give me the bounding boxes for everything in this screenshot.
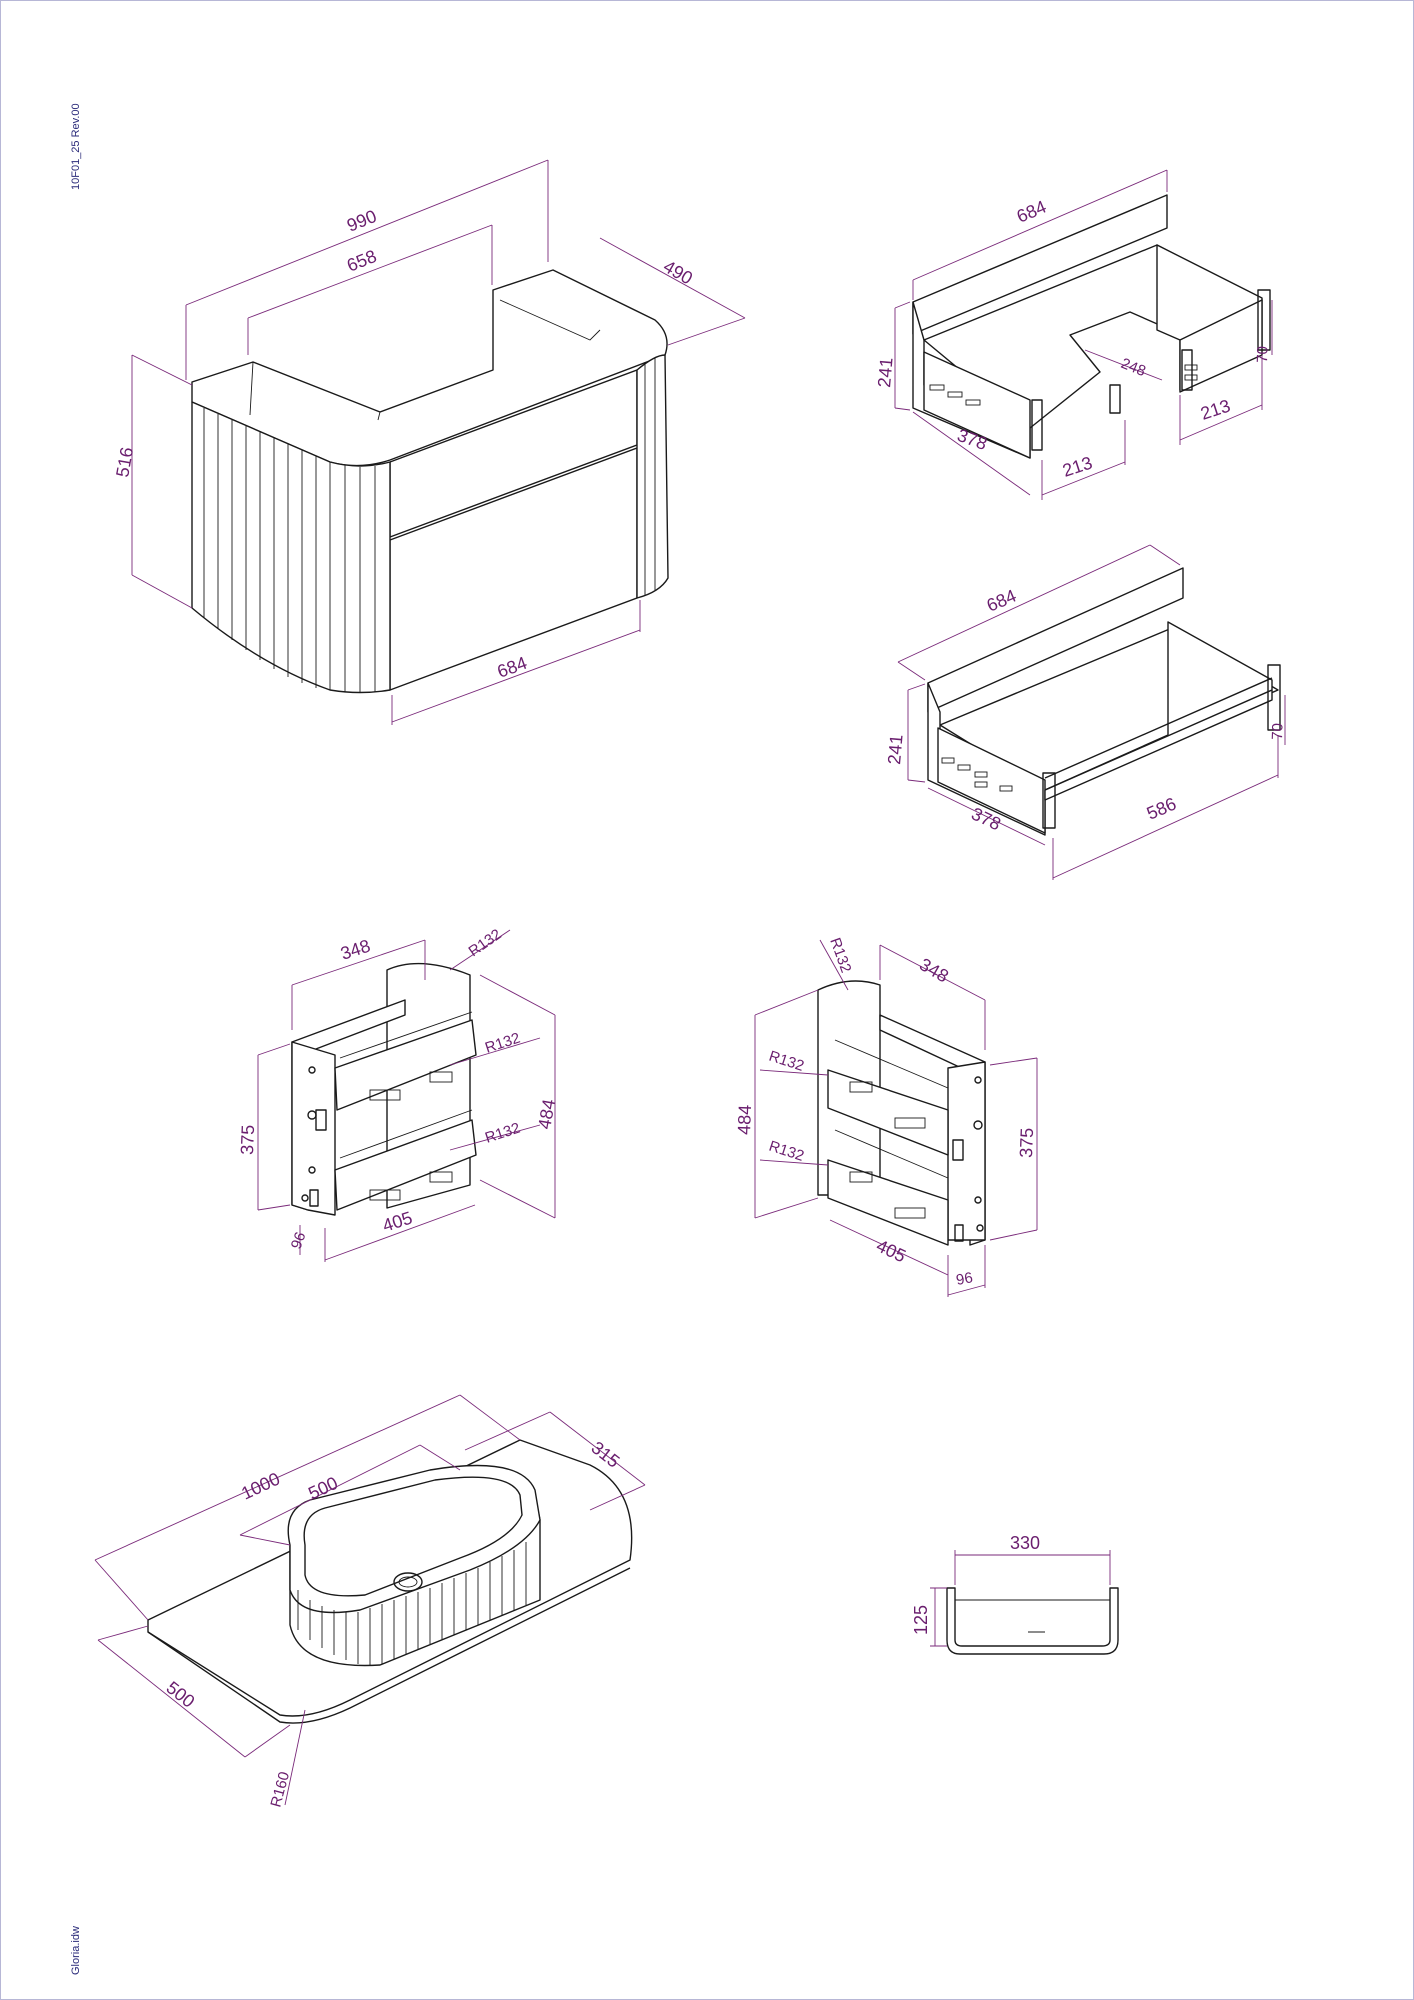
dim-side-left-depth: 405 <box>380 1207 415 1235</box>
drawer-bottom-view: 684 241 378 586 70 <box>884 544 1287 880</box>
drawer-bottom-vents <box>941 757 1013 792</box>
basin-section-profile <box>946 1587 1119 1655</box>
dim-countertop-radius: R160 <box>267 1770 293 1809</box>
cabinet-inner-well <box>249 299 601 421</box>
cabinet-view: 990 658 490 516 684 <box>112 159 746 725</box>
side-right-shelf-lower <box>827 1159 949 1246</box>
countertop-edge <box>147 1567 631 1724</box>
dim-drawer-bottom-height: 241 <box>884 734 907 766</box>
dim-drawer-bottom-width: 684 <box>984 586 1019 616</box>
countertop-view: 1000 500 315 500 R160 <box>94 1394 646 1809</box>
basin-inner <box>303 1476 523 1597</box>
dim-basin-section-height: 125 <box>911 1605 931 1635</box>
drawer-top-vents <box>929 364 1198 406</box>
dim-cabinet-depth: 490 <box>660 256 696 288</box>
dim-drawer-top-width: 684 <box>1014 197 1049 227</box>
side-left-front-panel <box>291 1041 336 1216</box>
dim-side-left-radius-top: R132 <box>466 926 505 960</box>
cabinet-flutes <box>203 358 656 693</box>
dim-side-right-depth: 405 <box>873 1235 909 1266</box>
dim-cabinet-width: 990 <box>344 206 379 236</box>
side-right-hinges <box>952 1076 984 1242</box>
dim-side-right-radius-top: R132 <box>826 936 854 976</box>
drawer-bottom-side-rail <box>1044 677 1273 791</box>
side-left-dimensions <box>257 929 556 1262</box>
countertop-dimensions <box>94 1394 646 1806</box>
dim-side-left-radius-low: R132 <box>483 1120 522 1147</box>
side-right-dimensions <box>754 939 1038 1297</box>
drawer-top-view: 684 241 378 213 213 248 70 <box>874 169 1273 500</box>
dim-basin-section-width: 330 <box>1010 1533 1040 1553</box>
side-unit-right-view: 348 R132 R132 R132 484 375 405 96 <box>734 936 1038 1297</box>
basin-section-view: 330 125 <box>911 1533 1119 1655</box>
dim-cabinet-height: 516 <box>112 446 137 479</box>
basin-flutes <box>297 1542 527 1665</box>
drawer-bottom-dimensions <box>897 544 1286 880</box>
side-right-front-panel <box>947 1061 986 1241</box>
dim-side-left-inner-height: 375 <box>237 1124 258 1155</box>
dim-cabinet-front: 684 <box>495 653 530 682</box>
side-left-shelf-lower <box>334 1119 477 1211</box>
dim-side-right-height: 484 <box>734 1104 755 1135</box>
dim-drawer-bottom-side-height: 70 <box>1269 723 1287 740</box>
dim-countertop-depth: 500 <box>163 1677 199 1711</box>
side-right-shelf-upper <box>827 1069 949 1156</box>
drawer-top-runners <box>1031 289 1271 451</box>
drawer-bottom-runners <box>1042 664 1281 829</box>
drawer-bottom-front <box>937 727 1046 834</box>
dim-drawer-bottom-length: 586 <box>1144 794 1179 824</box>
dim-cabinet-inner-width: 658 <box>344 246 379 276</box>
drawer-top-dimensions <box>894 169 1273 500</box>
dim-countertop-length: 1000 <box>238 1469 283 1504</box>
dim-drawer-top-side-height: 70 <box>1254 346 1272 363</box>
dim-side-right-inner-height: 375 <box>1016 1127 1037 1158</box>
dim-side-left-offset: 96 <box>288 1230 310 1251</box>
basin-section-dimensions <box>930 1550 1111 1647</box>
dim-side-right-offset: 96 <box>955 1269 974 1289</box>
side-left-shelf-rails <box>339 1011 473 1201</box>
dim-drawer-top-height: 241 <box>874 357 897 389</box>
side-unit-left-view: 348 R132 R132 R132 375 484 405 96 <box>237 926 559 1262</box>
dim-side-right-width: 348 <box>916 954 952 986</box>
cabinet-dimensions <box>131 159 746 725</box>
dim-drawer-top-cutout: 248 <box>1119 355 1149 380</box>
drawer-bottom-right <box>1044 621 1273 801</box>
side-left-shelf-upper <box>334 1019 477 1111</box>
cabinet-right-end <box>636 354 669 599</box>
side-left-hinges <box>301 1066 327 1207</box>
basin-drain-icon <box>393 1572 423 1592</box>
side-right-shelf-rails <box>834 1039 949 1219</box>
dim-side-left-radius-mid: R132 <box>483 1030 522 1057</box>
